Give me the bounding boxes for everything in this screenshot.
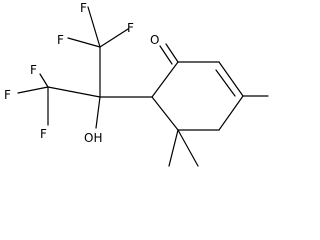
atom-labels: O OH F F F F F F xyxy=(4,1,159,145)
bond-central-oh xyxy=(95,96,101,129)
bond-ketone-2 xyxy=(159,45,173,65)
atom-label-oh: OH xyxy=(84,131,102,145)
bond-ring-c2-c3 xyxy=(218,61,244,97)
structure-diagram: O OH F F F F F F xyxy=(4,1,269,167)
bond-cf3-bot-f2 xyxy=(17,86,49,94)
bonds xyxy=(17,6,269,167)
atom-label-o-ketone: O xyxy=(150,33,159,47)
bond-cf3-top-f3 xyxy=(99,28,129,48)
bond-ring-c2-c3-double xyxy=(215,69,236,97)
bond-ring-c5-c6 xyxy=(151,96,179,131)
bond-cf3-bot-central xyxy=(47,86,101,98)
bond-cf3-top-f1 xyxy=(87,6,101,48)
atom-label-f-bot-3: F xyxy=(40,127,47,141)
atom-label-f-bot-1: F xyxy=(30,63,37,77)
bond-ketone-1 xyxy=(165,43,179,63)
bond-cf3-top-f2 xyxy=(67,37,101,48)
bond-cf3-bot-f1 xyxy=(39,73,49,88)
atom-label-f-top-2: F xyxy=(57,33,64,47)
bond-ring-c3-c4 xyxy=(218,95,244,131)
bond-methyl-c5-b xyxy=(177,129,199,167)
bond-ring-c6-c1 xyxy=(151,61,179,98)
atom-label-f-bot-2: F xyxy=(4,88,11,102)
atom-label-f-top-3: F xyxy=(127,21,134,35)
bond-methyl-c5-a xyxy=(168,129,179,167)
atom-label-f-top-1: F xyxy=(80,1,87,15)
